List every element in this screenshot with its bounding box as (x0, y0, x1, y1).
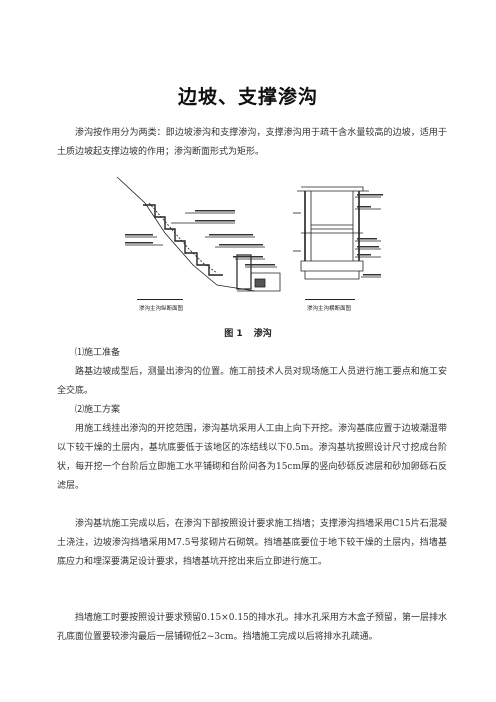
figure-caption: 图 1 渗沟 (0, 326, 496, 339)
figure-caption-text: 渗沟 (253, 329, 272, 339)
section-heading-1: ⑴施工准备 (75, 348, 121, 358)
page-title: 边坡、支撑渗沟 (177, 86, 318, 108)
right-panel-label: 渗沟主沟横断面图 (307, 304, 352, 312)
cross-section (293, 186, 383, 280)
intro-paragraph: 渗沟按作用分为两类：即边坡渗沟和支撑渗沟，支撑渗沟用于疏干含水量较高的边坡，适用… (57, 128, 447, 157)
body-paragraph-2: 挡墙施工时要按照设计要求预留0.15×0.15的排水孔。排水孔采用方木盒子预留，… (57, 613, 447, 642)
body-paragraph-1: 渗沟基坑施工完成以后，在渗沟下部按照设计要求施工挡墙；支撑渗沟挡墙采用C15片石… (57, 519, 447, 567)
left-panel-label: 渗沟主沟纵断面图 (139, 304, 184, 312)
longitudinal-section (116, 176, 281, 292)
figure-number: 图 1 (224, 329, 243, 339)
section-text-1: 路基边坡成型后，测量出渗沟的位置。施工前技术人员对现场施工人员进行施工要点和施工… (57, 367, 447, 396)
drainage-drawing: 渗沟主沟纵断面图 (116, 176, 383, 312)
section-text-2: 用施工线挂出渗沟的开挖范围，渗沟基坑采用人工由上向下开挖。渗沟基底应置于边坡潮湿… (57, 424, 447, 491)
section-heading-2: ⑵施工方案 (75, 405, 121, 415)
